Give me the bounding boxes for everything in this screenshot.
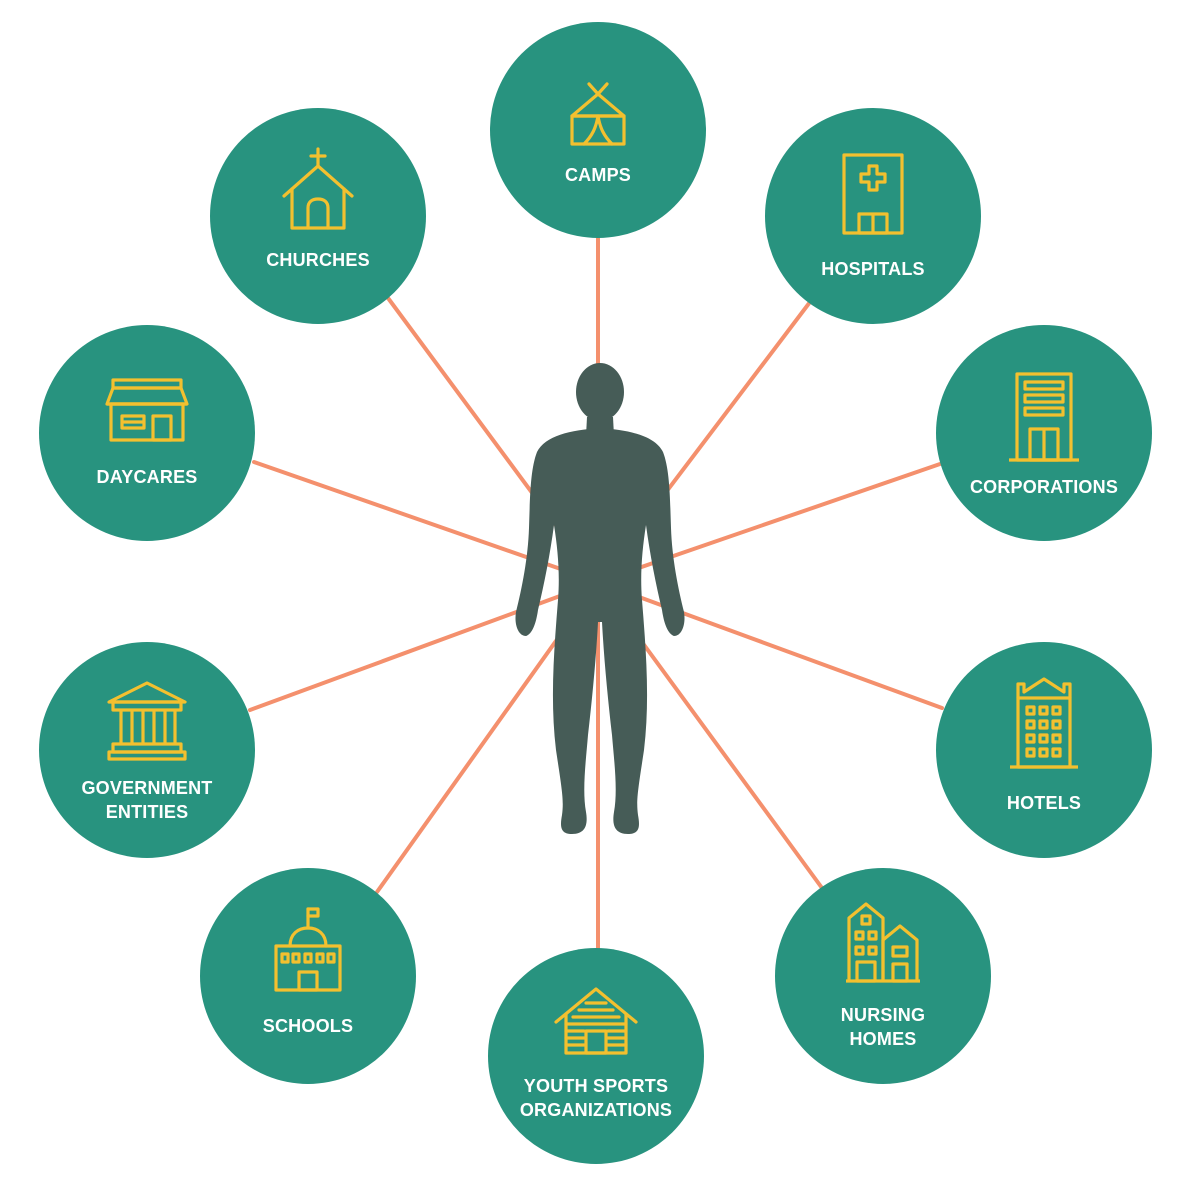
storefront-icon <box>105 378 189 442</box>
node-label-schools: SCHOOLS <box>262 1016 354 1036</box>
node-label-hospitals: HOSPITALS <box>821 259 925 279</box>
node-label-corporations: CORPORATIONS <box>969 477 1119 497</box>
connector-hotels <box>596 580 944 710</box>
node-label-camps: CAMPS <box>564 165 631 185</box>
hospital-building-icon <box>842 153 904 235</box>
connector-government <box>248 580 600 712</box>
cabin-icon <box>554 987 638 1055</box>
government-building-icon <box>107 681 187 761</box>
node-label-government: GOVERNMENT ENTITIES <box>81 778 213 822</box>
node-government: GOVERNMENT ENTITIES <box>39 642 255 858</box>
node-label-nursing-homes: NURSING HOMES <box>840 1005 926 1049</box>
church-icon <box>282 147 354 230</box>
node-schools: SCHOOLS <box>200 868 416 1084</box>
node-camps: CAMPS <box>490 22 706 238</box>
hotel-building-icon <box>1010 677 1078 769</box>
node-churches: CHURCHES <box>210 108 426 324</box>
node-nursing-homes: NURSING HOMES <box>775 868 991 1084</box>
node-youth-sports: YOUTH SPORTS ORGANIZATIONS <box>488 948 704 1164</box>
node-label-daycares: DAYCARES <box>96 467 198 487</box>
tent-icon <box>570 82 626 146</box>
node-corporations: CORPORATIONS <box>936 325 1152 541</box>
node-hotels: HOTELS <box>936 642 1152 858</box>
node-hospitals: HOSPITALS <box>765 108 981 324</box>
node-label-churches: CHURCHES <box>266 250 370 270</box>
school-dome-icon <box>274 907 342 992</box>
node-label-youth-sports: YOUTH SPORTS ORGANIZATIONS <box>519 1076 673 1120</box>
node-label-hotels: HOTELS <box>1006 793 1082 813</box>
node-daycares: DAYCARES <box>39 325 255 541</box>
houses-icon <box>846 902 920 983</box>
office-tower-icon <box>1009 372 1079 462</box>
